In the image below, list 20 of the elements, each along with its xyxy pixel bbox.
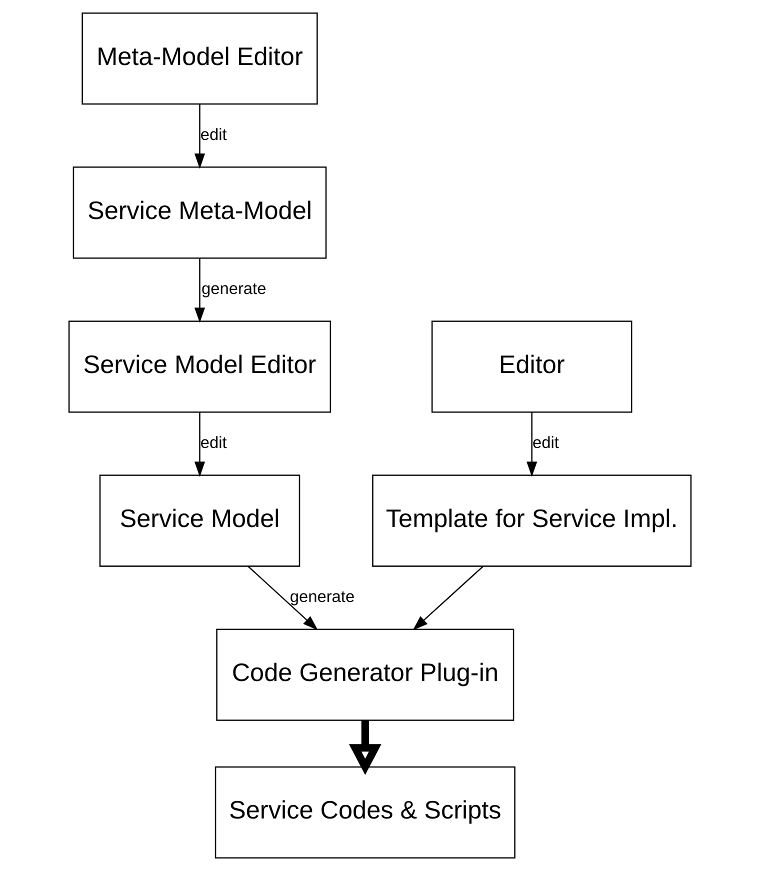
arrow — [194, 412, 206, 477]
node-box: Service Model Editor — [68, 320, 332, 413]
node-box: Meta-Model Editor — [82, 12, 318, 105]
edge-label: edit — [532, 434, 559, 452]
node-box: Service Codes & Scripts — [214, 766, 516, 859]
node-box: Code Generator Plug-in — [216, 628, 514, 721]
node-box: Service Model — [99, 474, 300, 567]
arrow — [194, 104, 206, 169]
edge-label: edit — [200, 434, 227, 452]
arrow — [412, 566, 484, 630]
edge-label: generate — [201, 280, 266, 298]
edge-label: edit — [200, 126, 227, 144]
node-box: Editor — [431, 320, 632, 413]
arrow — [348, 720, 382, 775]
node-box: Service Meta-Model — [72, 166, 327, 259]
node-box: Template for Service Impl. — [372, 474, 692, 567]
arrow — [248, 566, 318, 630]
arrow — [194, 258, 206, 323]
edge-label: generate — [290, 588, 355, 606]
arrow — [526, 412, 538, 477]
